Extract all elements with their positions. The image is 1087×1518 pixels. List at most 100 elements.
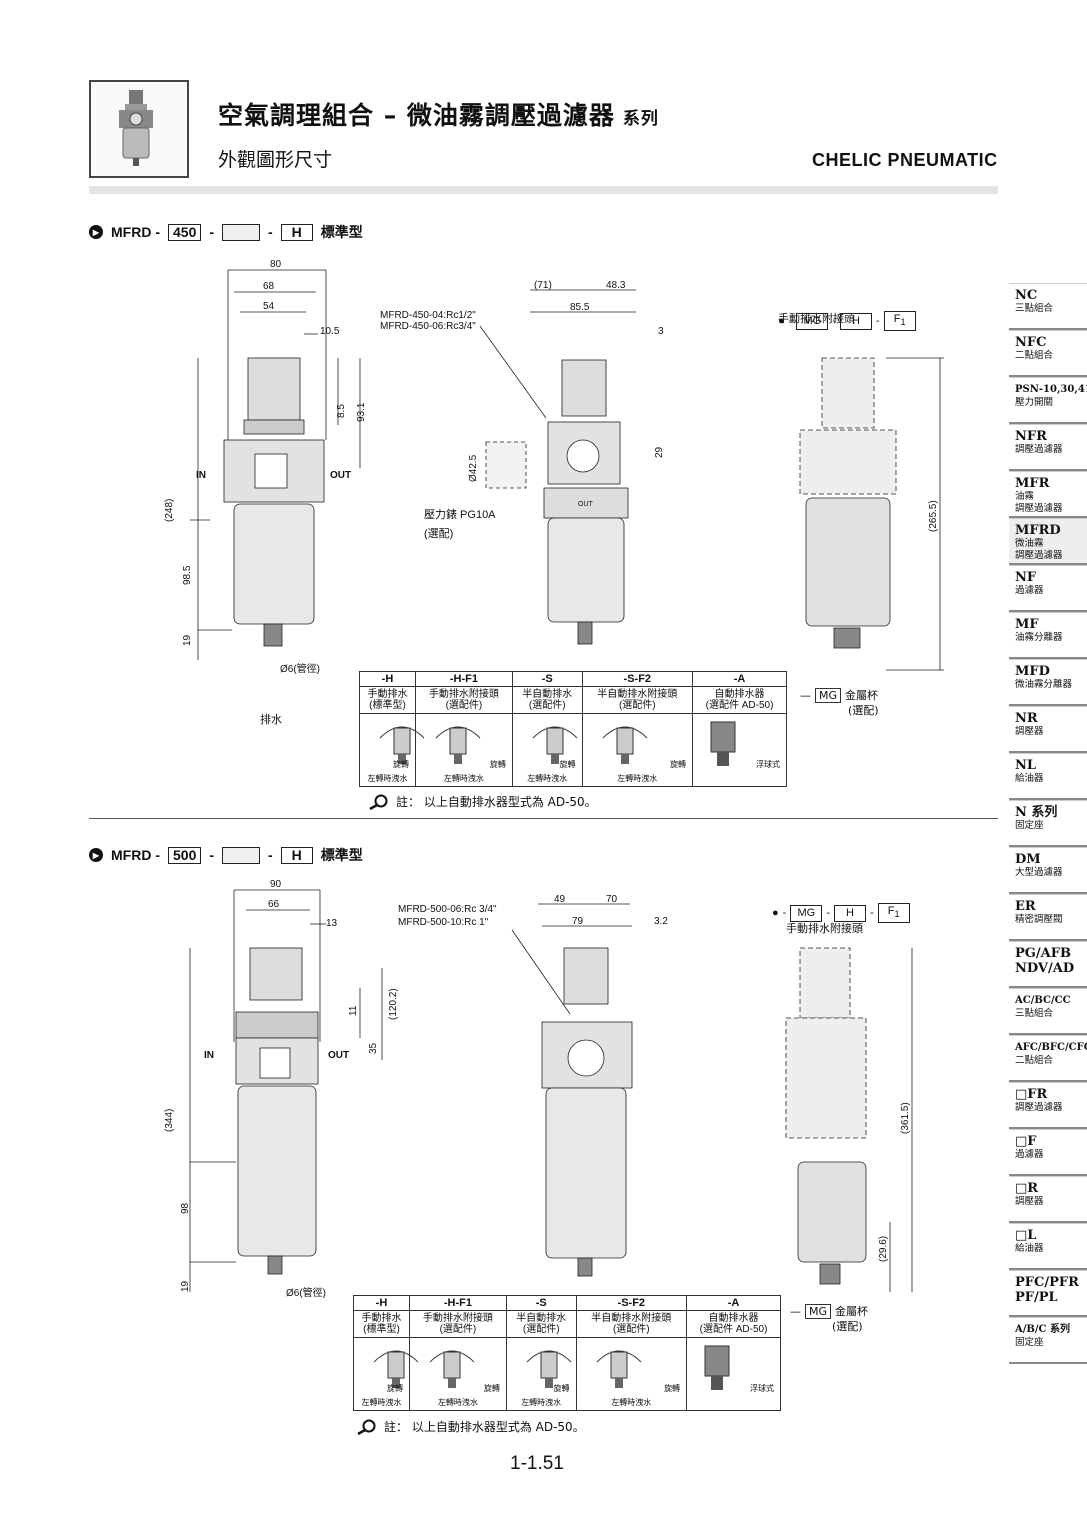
sidebar-item-n-series[interactable]: N 系列固定座 (1009, 800, 1087, 847)
option-header: -A (692, 671, 787, 687)
dim-label: 79 (572, 916, 584, 927)
dim-label: 90 (270, 879, 282, 890)
model-type-box: H (280, 223, 313, 241)
option-header: -H (359, 671, 416, 687)
option-desc: 半自動排水附接頭(選配件) (581, 686, 694, 714)
sidebar-item-pfc-pfr[interactable]: PFC/PFR PF/PL (1009, 1270, 1087, 1317)
drain-option-table: -H -H-F1 -S -S-F2 -A 手動排水(標準型) 手動排水附接頭(選… (353, 1295, 781, 1411)
dim-label: 70 (606, 894, 618, 905)
model-prefix: MFRD - (111, 224, 160, 240)
sidebar-item-pg-afb[interactable]: PG/AFB NDV/AD (1009, 941, 1087, 988)
mg-dash: - (826, 907, 830, 920)
model-type-label: 標準型 (320, 225, 363, 241)
metal-cup-option: (選配) (848, 704, 879, 717)
sidebar-item-abc-series[interactable]: A/B/C 系列固定座 (1009, 1317, 1087, 1364)
drain-illustration: 旋轉左轉時洩水 (353, 1337, 419, 1411)
model-port-box (222, 846, 261, 864)
dim-label: 19 (182, 634, 193, 646)
out-mark: OUT (578, 501, 594, 508)
option-desc: 手動排水附接頭(選配件) (414, 686, 513, 714)
port-spec: MFRD-450-04:Rc1/2" (380, 310, 476, 321)
dim-label: 98.5 (182, 565, 193, 585)
note-line: 註： 以上自動排水器型式為 AD-50。 (356, 1418, 585, 1435)
drain-illustration: 浮球式 (686, 1337, 781, 1411)
drain-option-table: -H -H-F1 -S -S-F2 -A 手動排水(標準型) 手動排水附接頭(選… (359, 671, 787, 787)
dim-label: 3 (658, 326, 664, 337)
metal-cup-legend: — MG 金屬杯 (800, 687, 879, 703)
out-label: OUT (328, 1050, 349, 1061)
option-desc: 自動排水器(選配件 AD-50) (686, 1310, 781, 1338)
mg-dash: - (782, 907, 787, 920)
dim-label: 66 (268, 899, 280, 910)
dim-label: 11 (348, 1005, 359, 1016)
mg-dash: - (876, 315, 880, 328)
mg-h-box: H (834, 904, 866, 922)
gauge-option: (選配) (424, 527, 453, 540)
drain-label: 排水 (260, 712, 282, 726)
option-header: -S (505, 1295, 577, 1311)
drain-illustration: 旋轉左轉時洩水 (581, 713, 694, 787)
metal-cup-desc: 金屬杯 (845, 689, 879, 702)
out-label: OUT (330, 470, 351, 481)
model-dash: - (268, 224, 273, 240)
option-desc: 手動排水(標準型) (359, 686, 416, 714)
mg-drain-label: 手動排水附接頭 (786, 921, 863, 935)
float-drain-icon (704, 1345, 730, 1390)
note-text: 註： 以上自動排水器型式為 AD-50。 (384, 1420, 585, 1434)
drain-valve-icon (602, 726, 647, 764)
dim-label: (120.2) (388, 988, 399, 1020)
drain-illustration: 旋轉左轉時洩水 (408, 1337, 507, 1411)
title-suffix: 系列 (622, 109, 659, 129)
float-drain-icon (710, 721, 736, 766)
model-code-row: ▶ MFRD - 450 - - H 標準型 (89, 222, 363, 242)
metal-cup-code: MG (805, 1303, 832, 1319)
option-header: -H-F1 (408, 1295, 507, 1311)
option-header: -A (686, 1295, 781, 1311)
mg-code-row: ●- MG - H - F1 (778, 311, 916, 332)
gauge-label: 壓力錶 PG10A (424, 508, 496, 521)
dim-label: 35 (368, 1042, 379, 1054)
model-type-label: 標準型 (320, 848, 363, 864)
mg-f1-box: F1 (883, 311, 916, 332)
drain-illustration: 旋轉左轉時洩水 (575, 1337, 688, 1411)
drain-illustration: 旋轉左轉時洩水 (511, 713, 583, 787)
note-line: 註： 以上自動排水器型式為 AD-50。 (368, 793, 597, 810)
mg-f1-box: F1 (877, 903, 910, 924)
dim-label: (29.6) (878, 1236, 889, 1262)
in-label: IN (204, 1050, 214, 1061)
metal-cup-code: MG (815, 687, 842, 703)
magnifier-icon (369, 794, 388, 810)
dim-label: Ø42.5 (468, 454, 479, 482)
metal-cup-desc: 金屬杯 (835, 1305, 869, 1318)
magnifier-icon (357, 1419, 376, 1435)
option-header: -H (353, 1295, 410, 1311)
dim-label: 13 (326, 918, 338, 929)
page-subtitle: 外觀圖形尺寸 (218, 149, 333, 171)
drain-illustration: 旋轉左轉時洩水 (359, 713, 425, 787)
dim-label: 68 (263, 281, 275, 292)
dim-label: 93.1 (356, 402, 367, 422)
tube-label: Ø6(管徑) (280, 662, 320, 675)
drain-valve-icon (532, 726, 578, 764)
metal-cup-legend: — MG 金屬杯 (790, 1303, 869, 1319)
model-dash: - (209, 224, 215, 240)
